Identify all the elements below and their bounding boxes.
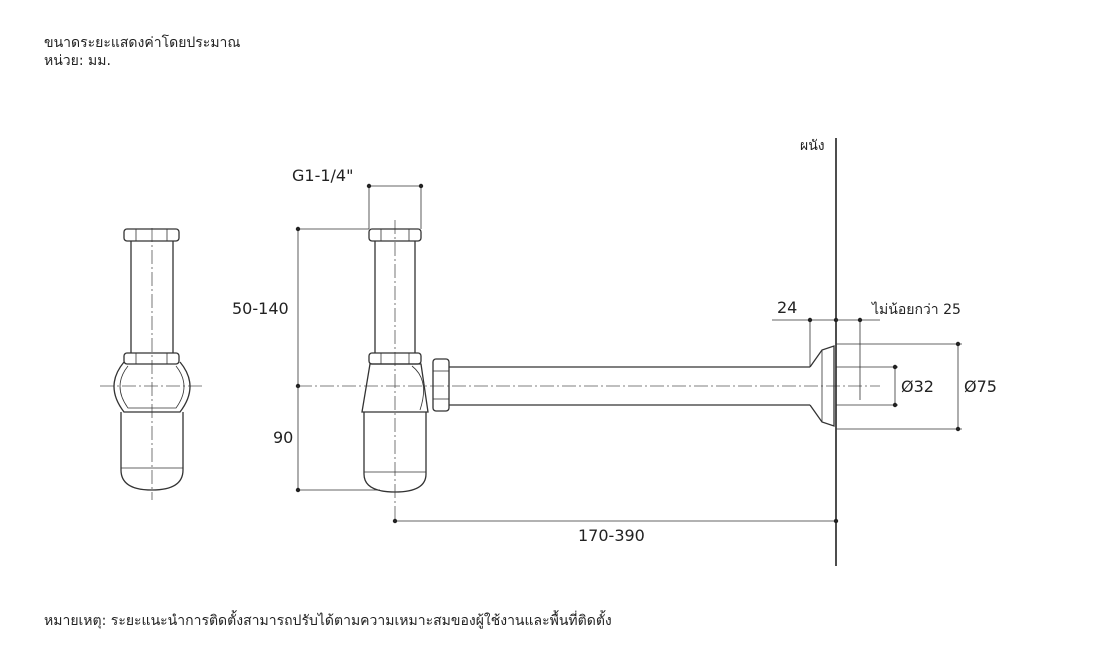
flange-diameter-dimension: Ø75 <box>836 341 997 432</box>
depth-dimension: 90 <box>273 386 380 493</box>
length-range-label: 170-390 <box>578 526 645 545</box>
flange-thickness-label: 24 <box>777 298 797 317</box>
height-range-label: 50-140 <box>232 299 289 318</box>
height-dimension: 50-140 <box>232 226 369 389</box>
min-distance-dimension: ไม่น้อยกว่า 25 <box>836 301 961 400</box>
front-view <box>100 228 203 500</box>
side-view <box>298 220 880 520</box>
min-distance-label: ไม่น้อยกว่า 25 <box>871 301 961 318</box>
pipe-diameter-dimension: Ø32 <box>872 364 934 408</box>
thread-dimension: G1-1/4" <box>292 166 424 229</box>
flange-diameter-label: Ø75 <box>964 377 997 396</box>
pipe-diameter-label: Ø32 <box>901 377 934 396</box>
footer-note: หมายเหตุ: ระยะแนะนำการติดตั้งสามารถปรับไ… <box>44 613 612 629</box>
scale-note: ขนาดระยะแสดงค่าโดยประมาณ <box>44 35 241 51</box>
length-dimension: 170-390 <box>392 518 839 545</box>
depth-label: 90 <box>273 428 293 447</box>
flange-thickness-dimension: 24 <box>772 298 839 367</box>
thread-label: G1-1/4" <box>292 166 353 185</box>
unit-note: หน่วย: มม. <box>44 53 111 69</box>
wall-label: ผนัง <box>800 138 825 154</box>
